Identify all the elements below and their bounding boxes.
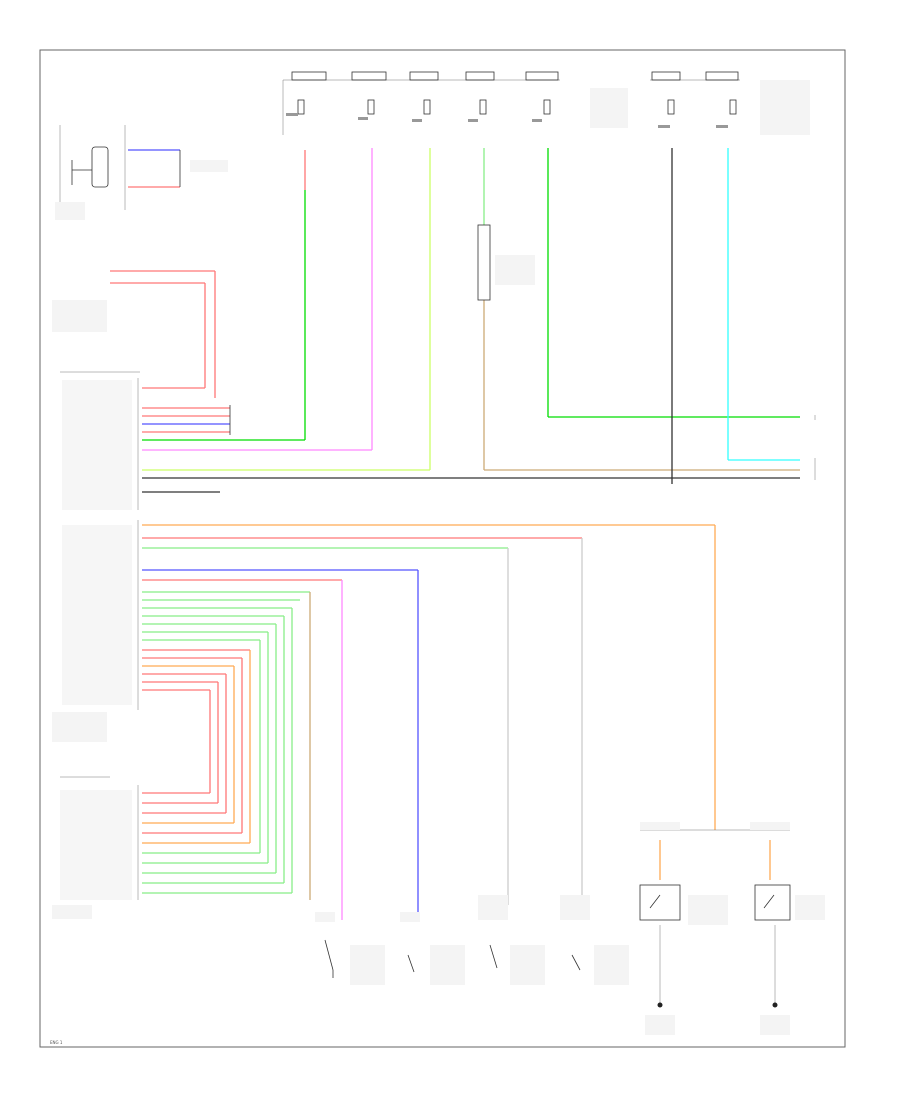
fuse-4 [465, 71, 495, 122]
fuse-6 [651, 71, 681, 128]
fuse-7 [705, 71, 739, 128]
door-switch-2 [407, 945, 465, 985]
diagram-frame [39, 49, 846, 1048]
combination-switch-bottom [52, 776, 292, 919]
optical-sensor [52, 270, 216, 398]
fuse-1 [286, 71, 327, 116]
door-switch-3 [489, 944, 545, 985]
fuse-3 [409, 71, 439, 122]
fuse-2 [351, 71, 387, 120]
light-switch-right [754, 884, 825, 1035]
door-switch-4 [571, 945, 629, 985]
auto-amp-connector [60, 148, 816, 510]
light-switches [639, 822, 825, 1035]
top-fuse-row [282, 71, 810, 135]
door-switch-1 [324, 939, 385, 985]
door-switches [315, 895, 629, 985]
light-switch-left [639, 884, 728, 1035]
combination-switch-top [55, 125, 228, 220]
page-ref: ENG 1 [50, 1040, 63, 1045]
body-control-module [52, 520, 716, 920]
fuse-5 [525, 71, 559, 122]
